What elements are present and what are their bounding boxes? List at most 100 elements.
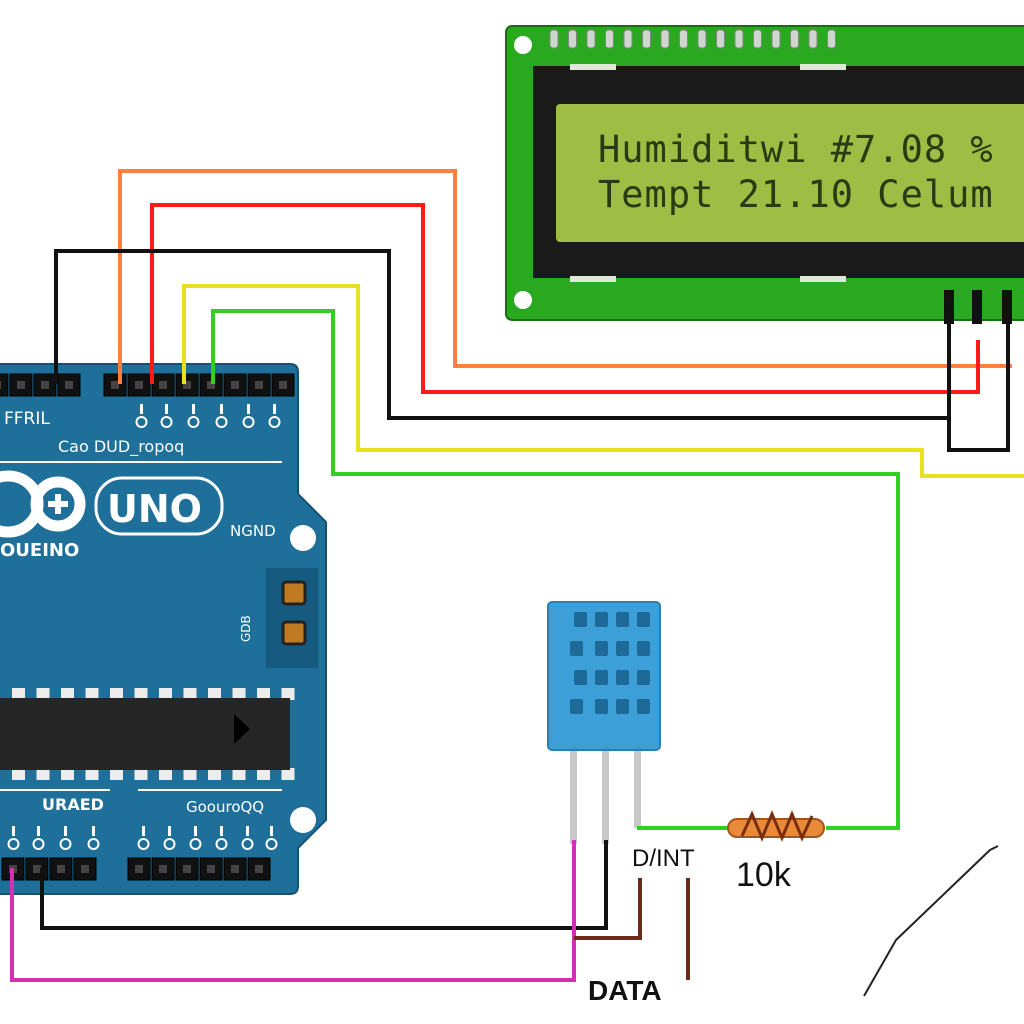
lcd-header-pin xyxy=(753,29,762,49)
header-socket-hole xyxy=(65,381,73,389)
pin-mark xyxy=(140,404,143,414)
silk-top-left: FFRIL xyxy=(4,409,50,429)
chip-leg xyxy=(183,768,197,780)
lcd-module: Humiditwi #7.08 % Tempt 21.10 Celum xyxy=(505,25,1024,324)
sensor-vent xyxy=(637,641,650,656)
lcd-header-pin xyxy=(827,29,836,49)
top-pin-header xyxy=(0,373,295,397)
wire-brown xyxy=(574,878,642,940)
uno-logo-text: UNO xyxy=(107,487,202,531)
lcd-line-1: Humiditwi #7.08 % xyxy=(598,128,994,171)
lcd-header-pin xyxy=(568,29,577,49)
microcontroller-chip xyxy=(0,688,295,780)
sensor-pin-leg xyxy=(602,748,609,844)
pin-mark xyxy=(165,404,168,414)
side-label: GDB xyxy=(239,615,253,642)
pin-mark xyxy=(192,404,195,414)
lcd-screen xyxy=(556,104,1024,242)
pin-mark xyxy=(12,826,15,836)
pin-mark xyxy=(32,838,45,850)
header-socket-hole xyxy=(255,381,263,389)
header-socket-hole xyxy=(279,381,287,389)
header-socket-hole xyxy=(159,865,167,873)
pin-mark xyxy=(220,404,223,414)
wires xyxy=(10,169,1024,997)
chip-leg xyxy=(134,688,148,700)
led-indicator xyxy=(281,620,307,646)
lcd-pin-leg xyxy=(972,290,982,324)
chip-leg xyxy=(36,688,50,700)
sensor-vent xyxy=(616,699,629,714)
dht-sensor xyxy=(547,601,661,844)
header-socket-hole xyxy=(183,865,191,873)
lcd-line-2: Tempt 21.10 Celum xyxy=(598,173,994,216)
chip-leg xyxy=(232,768,246,780)
chip-leg xyxy=(208,768,221,780)
board-mount-hole xyxy=(290,525,316,551)
pin-mark xyxy=(168,826,171,836)
pin-mark xyxy=(241,838,254,850)
chip-leg xyxy=(257,768,270,780)
pin-mark xyxy=(7,838,20,850)
pin-mark xyxy=(142,826,145,836)
pin-mark xyxy=(135,416,148,428)
header-socket-hole xyxy=(135,381,143,389)
header-socket-hole xyxy=(41,381,49,389)
chip-leg xyxy=(12,768,25,780)
pin-mark xyxy=(273,404,276,414)
pin-mark xyxy=(247,404,250,414)
sensor-vent xyxy=(595,699,608,714)
pin-mark xyxy=(92,826,95,836)
lcd-header-pin xyxy=(586,29,596,49)
pin-mark xyxy=(268,416,281,428)
chip-leg xyxy=(36,768,50,780)
wire-magenta xyxy=(10,840,576,982)
header-socket-hole xyxy=(231,865,239,873)
pin-mark xyxy=(37,826,40,836)
pin-mark xyxy=(160,416,173,428)
header-socket-hole xyxy=(81,865,89,873)
lcd-bezel-clip xyxy=(800,276,846,282)
pin-mark xyxy=(215,416,228,428)
pin-mark xyxy=(163,838,176,850)
chip-leg xyxy=(134,768,148,780)
chip-leg xyxy=(61,768,74,780)
lcd-header-pin xyxy=(623,29,633,49)
wire-red xyxy=(150,203,980,394)
lcd-header-pins xyxy=(549,29,836,49)
lcd-header-pin xyxy=(549,29,559,49)
pin-mark xyxy=(242,416,255,428)
header-socket-hole xyxy=(207,865,215,873)
top-pin-labels xyxy=(135,404,281,428)
chip-leg xyxy=(281,768,295,780)
lcd-header-pin xyxy=(734,29,744,49)
pin-mark xyxy=(189,838,202,850)
sensor-vent xyxy=(616,612,629,627)
pin-mark xyxy=(220,826,223,836)
header-socket-hole xyxy=(111,381,119,389)
pin-mark xyxy=(187,416,200,428)
header-socket xyxy=(0,373,9,397)
lcd-header-pin xyxy=(605,29,614,49)
header-socket-hole xyxy=(231,381,239,389)
sensor-vent xyxy=(574,670,587,685)
header-socket-hole xyxy=(57,865,65,873)
gnd-label: NGND xyxy=(230,522,276,540)
chip-leg xyxy=(232,688,246,700)
lcd-header-pin xyxy=(642,29,651,49)
resistor-10k xyxy=(727,810,825,842)
sensor-vent xyxy=(574,612,587,627)
pin-mark xyxy=(265,838,278,850)
lcd-header-pin xyxy=(716,29,725,49)
lcd-bezel-clip xyxy=(800,64,846,70)
chip-leg xyxy=(12,688,25,700)
header-socket-hole xyxy=(33,865,41,873)
header-socket-hole xyxy=(159,381,167,389)
pin-mark xyxy=(64,826,67,836)
lcd-header-pin xyxy=(660,29,670,49)
arduino-uno-board: FFRIL Cao DUD_ropoq UNO OUEINO NGND GDB … xyxy=(0,363,327,895)
wire-black-gnd xyxy=(40,840,608,930)
sensor-vent xyxy=(616,670,629,685)
lcd-bezel-clip xyxy=(570,64,616,70)
sensor-vent xyxy=(595,612,608,627)
